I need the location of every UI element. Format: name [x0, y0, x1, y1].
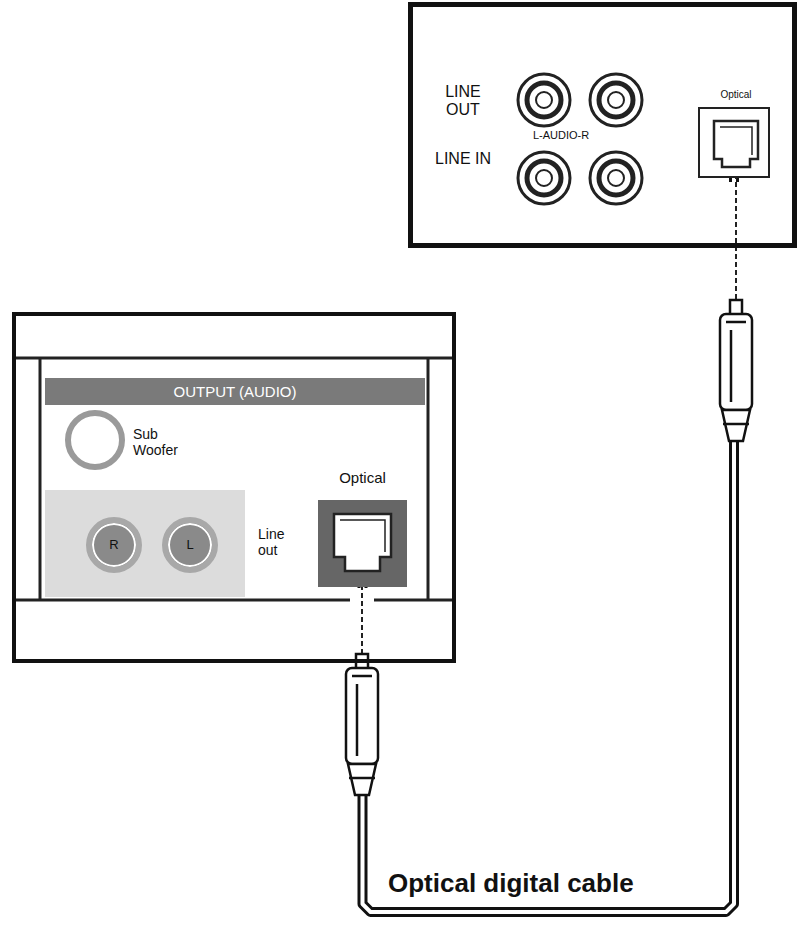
channel-letter: L	[168, 523, 212, 567]
rca-jacks	[518, 74, 642, 204]
device-panel: OUTPUT (AUDIO) Sub WooferLine out RL Optica…	[12, 312, 456, 663]
port-inner	[720, 127, 752, 155]
panel-header: OUTPUT (AUDIO)	[45, 378, 425, 405]
device-panel: LINE OUT L-AUDIO-R LINE IN Optical	[408, 2, 797, 248]
jack-label: Sub Woofer	[133, 426, 203, 458]
optical-plug	[720, 300, 752, 441]
cable-core	[363, 178, 735, 912]
optical-cable	[363, 178, 735, 912]
cable-label: Optical digital cable	[388, 868, 634, 899]
line-out-area	[45, 490, 245, 597]
port-outline	[714, 121, 758, 167]
rca-jack: L	[162, 517, 218, 573]
channel-label: L-AUDIO-R	[533, 129, 589, 142]
optical-plug	[346, 654, 378, 795]
port-label: Optical	[308, 469, 417, 486]
optical-port: Optical	[318, 500, 407, 587]
jack-label: LINE OUT	[435, 83, 491, 120]
optical-port: Optical	[698, 107, 770, 178]
channel-letter: R	[92, 523, 136, 567]
rca-jack: R	[86, 517, 142, 573]
port-label: Optical	[690, 89, 782, 101]
jack-label: Line out	[258, 526, 306, 558]
port-opening	[318, 500, 407, 587]
port-inner	[340, 520, 385, 552]
port-outline	[334, 514, 391, 571]
port-opening	[700, 109, 772, 180]
panel-frame	[16, 358, 452, 600]
subwoofer-jack	[68, 413, 122, 467]
jack-label: LINE IN	[435, 150, 491, 168]
